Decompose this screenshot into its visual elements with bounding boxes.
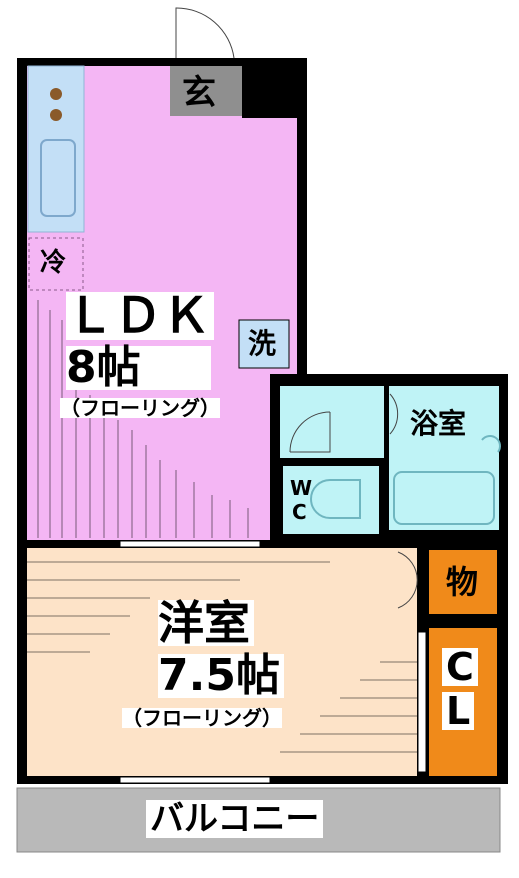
stove-burner-icon (50, 88, 62, 100)
toilet-label-bottom: C (292, 500, 307, 524)
balcony-label: バルコニー (146, 800, 324, 838)
western-room-floor-lines (27, 561, 417, 753)
fridge-space (28, 237, 84, 291)
western-window (119, 776, 271, 784)
storage-box (429, 550, 497, 614)
bathtub-icon (393, 471, 495, 525)
washroom-door-icon (290, 412, 331, 453)
entrance-wall (242, 58, 302, 118)
closet-door (417, 631, 427, 773)
toilet-bowl-icon (310, 479, 361, 519)
entrance-door-arc (175, 7, 235, 59)
bathroom-label: 浴室 (410, 407, 467, 440)
western-room-label: 洋室 (158, 600, 254, 646)
storage-label: 物 (446, 563, 479, 601)
entrance-area (170, 66, 242, 116)
toilet-label-top: W (290, 476, 313, 500)
fridge-label: 冷 (40, 248, 67, 278)
western-room-floor-type: （フローリング） (122, 706, 282, 730)
closet-label-top: C (442, 648, 478, 686)
entrance-label: 玄 (182, 73, 216, 113)
ldk-window (119, 540, 261, 548)
ldk-label: ＬＤＫ (66, 292, 215, 340)
ldk-floor-type: （フローリング） (60, 396, 220, 420)
western-room-size: 7.5帖 (158, 654, 284, 698)
bathroom-door-arc (389, 393, 399, 435)
ldk-floor-lines (37, 300, 249, 538)
storage-door-arc (397, 551, 418, 609)
laundry-label: 洗 (248, 327, 277, 360)
closet-label-bottom: L (442, 692, 475, 730)
washroom-floor (280, 386, 384, 458)
bath-faucet-icon (481, 435, 501, 453)
stove-burner-icon (50, 109, 62, 121)
sink-icon (40, 139, 76, 217)
ldk-size: 8帖 (66, 346, 211, 390)
washroom-door-arc (289, 411, 331, 453)
laundry-box (238, 319, 290, 369)
